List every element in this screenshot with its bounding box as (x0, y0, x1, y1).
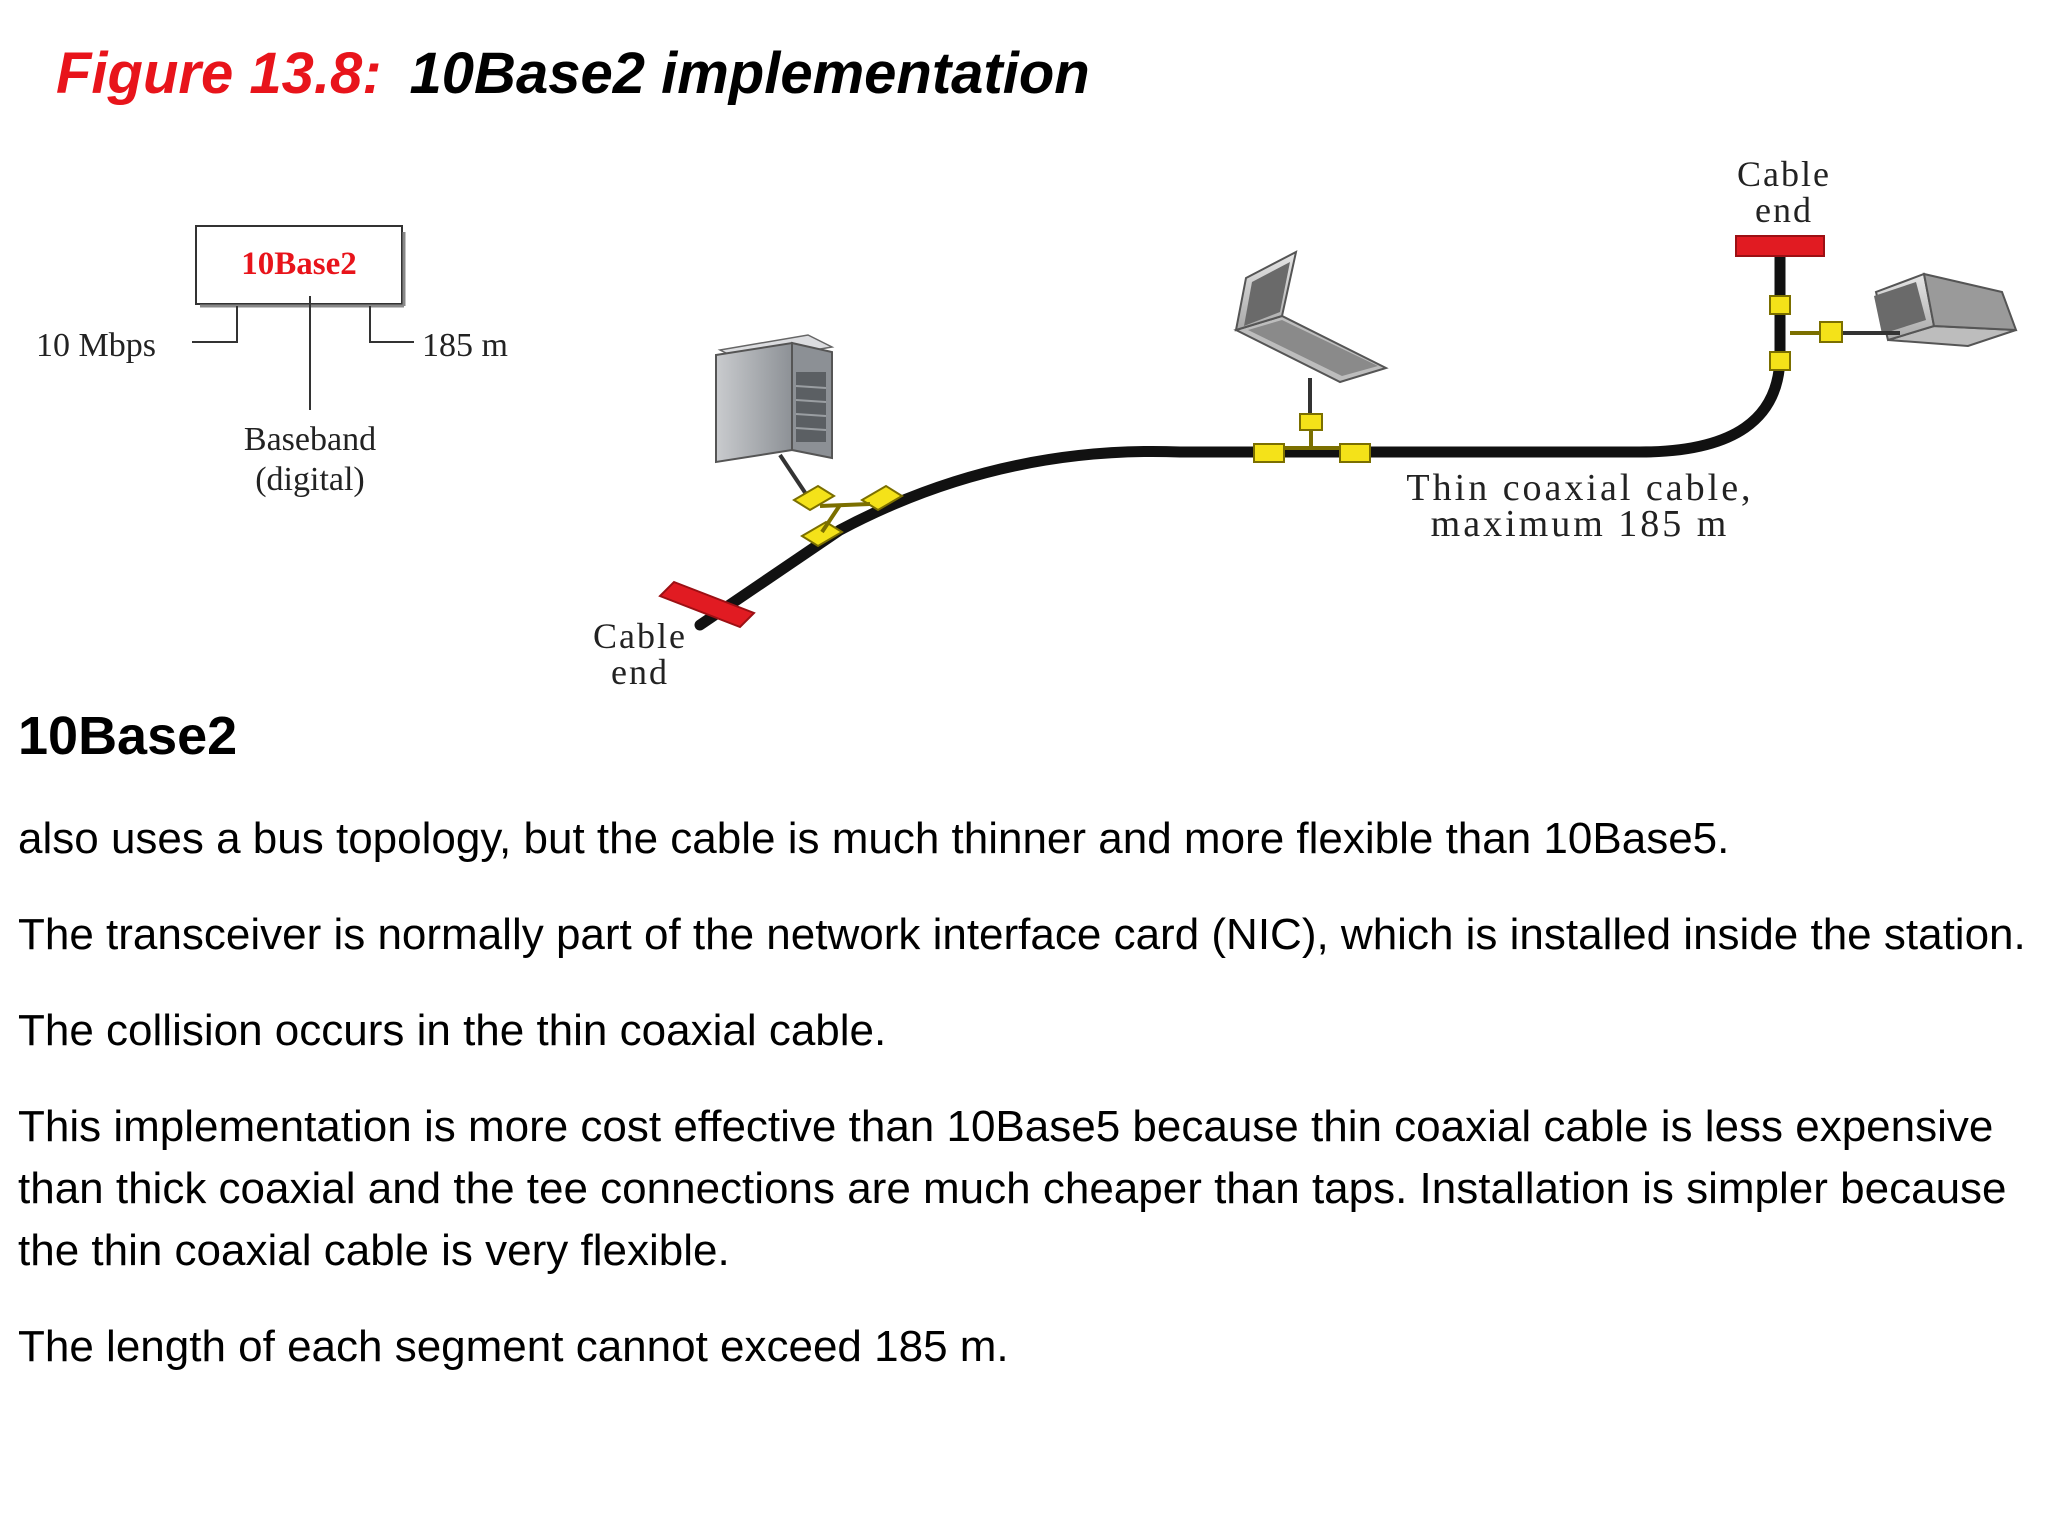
station-laptop-right (1842, 272, 2018, 348)
tee-connector-right (1769, 295, 1843, 371)
section-body: also uses a bus topology, but the cable … (18, 808, 2028, 1412)
tee-connector-middle (1253, 413, 1371, 463)
paragraph-2: The transceiver is normally part of the … (18, 910, 2026, 959)
label-box (195, 225, 403, 305)
signal-label-2: (digital) (255, 461, 365, 498)
thin-coaxial-cable (694, 246, 1786, 631)
length-label: 185 m (422, 327, 508, 364)
paragraph-5: The length of each segment cannot exceed… (18, 1322, 1009, 1371)
cable-end-bottom-label-1: Cable (593, 616, 687, 656)
rate-label: 10 Mbps (36, 327, 156, 364)
length-bracket (369, 306, 414, 343)
paragraph-1: also uses a bus topology, but the cable … (18, 814, 1730, 863)
paragraph-3: The collision occurs in the thin coaxial… (18, 1006, 887, 1055)
figure-number: Figure 13.8: (56, 41, 382, 106)
station-laptop-middle (1233, 250, 1389, 418)
cable-end-bottom-label-2: end (611, 652, 669, 692)
paragraph-4: This implementation is more cost effecti… (18, 1102, 2007, 1275)
cable-label-1: Thin coaxial cable, (1406, 467, 1753, 509)
cable-end-top-label-1: Cable (1737, 154, 1831, 194)
tee-connector-server (792, 484, 904, 548)
figure-title: Figure 13.8: 10Base2 implementation (56, 40, 1090, 107)
cable-end-top-label-2: end (1755, 190, 1813, 230)
cable-label-2: maximum 185 m (1431, 503, 1730, 545)
naming-legend: 10Base2 10 Mbps 185 m Baseband (digital) (36, 225, 508, 498)
section-heading: 10Base2 (18, 706, 238, 766)
cable-end-bottom (658, 580, 756, 629)
cable-end-top (1735, 235, 1825, 257)
station-server (715, 334, 835, 502)
label-box-text: 10Base2 (241, 246, 357, 282)
10base2-diagram: 10Base2 10 Mbps 185 m Baseband (digital)… (36, 154, 2018, 692)
figure-name: 10Base2 implementation (409, 41, 1090, 106)
signal-label-1: Baseband (244, 421, 376, 458)
rate-bracket (192, 306, 238, 343)
